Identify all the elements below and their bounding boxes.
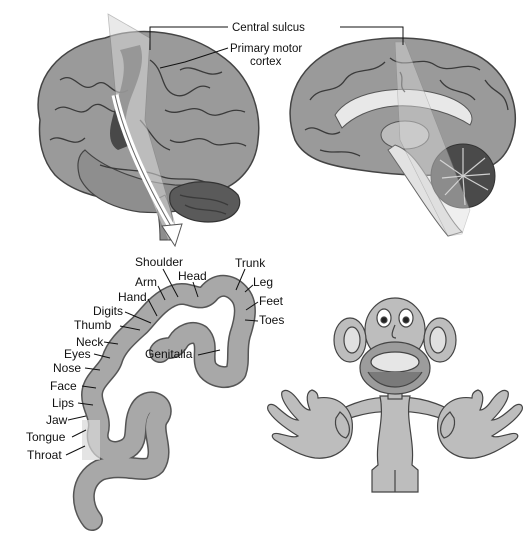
label-primary-motor-line2: cortex: [250, 56, 282, 68]
label-nose: Nose: [53, 361, 81, 375]
strip-leader-lines: [65, 268, 259, 456]
label-thumb: Thumb: [74, 318, 112, 332]
label-tongue: Tongue: [26, 430, 66, 444]
label-lips: Lips: [52, 396, 74, 410]
label-hand: Hand: [118, 290, 147, 304]
motor-cortex-strip: [72, 274, 256, 531]
label-eyes: Eyes: [64, 347, 91, 361]
label-toes: Toes: [259, 313, 284, 327]
label-primary-motor-line1: Primary motor: [230, 43, 302, 55]
label-central-sulcus: Central sulcus: [232, 22, 305, 34]
label-feet: Feet: [259, 294, 284, 308]
label-leg: Leg: [253, 275, 273, 289]
label-trunk: Trunk: [235, 256, 266, 270]
label-head: Head: [178, 269, 207, 283]
label-neck: Neck: [76, 335, 104, 349]
motor-homunculus-figure: [267, 297, 523, 493]
label-digits: Digits: [93, 304, 123, 318]
brain-leader-lines: [149, 26, 404, 69]
label-genitalia: Genitalia: [145, 347, 193, 361]
label-throat: Throat: [27, 448, 62, 462]
label-face: Face: [50, 379, 77, 393]
label-shoulder: Shoulder: [135, 255, 183, 269]
medial-brain-illustration: [289, 37, 517, 237]
lateral-brain-illustration: [37, 13, 260, 248]
strip-labels: Shoulder Head Trunk Arm Leg Hand Feet Di…: [26, 255, 284, 462]
label-jaw: Jaw: [46, 413, 68, 427]
label-arm: Arm: [135, 275, 157, 289]
